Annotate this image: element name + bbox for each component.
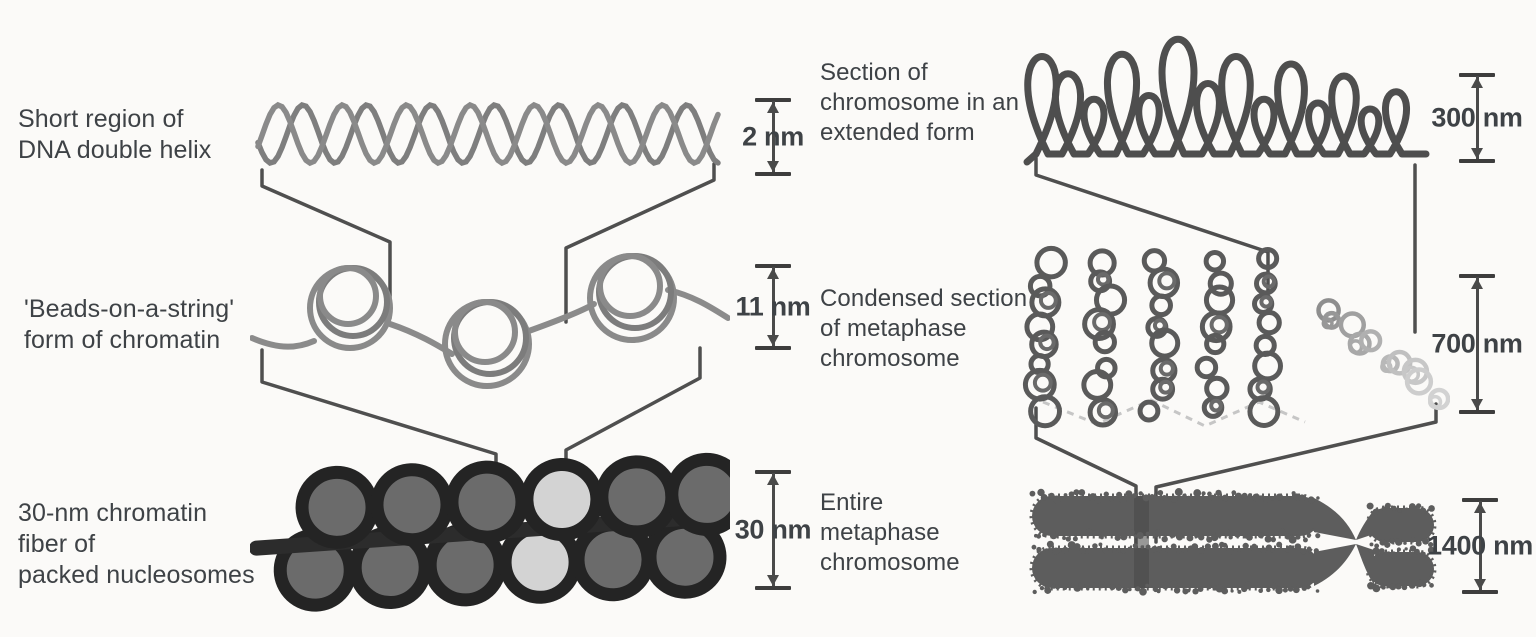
scale-cap: [1459, 410, 1495, 414]
label-30nm-fiber: 30-nm chromatin fiber of packed nucleoso…: [18, 499, 255, 589]
scale-line: [1475, 76, 1479, 160]
scale-cap: [755, 470, 791, 474]
scale-value: 300 nm: [1431, 102, 1523, 133]
label-extended-section: Section of chromosome in an extended for…: [820, 59, 1020, 146]
scale-line: [1475, 277, 1479, 411]
scale-2nm: 2 nm: [708, 98, 838, 176]
scale-cap: [755, 172, 791, 176]
scale-value: 30 nm: [734, 514, 812, 545]
extended-chromosome-drawing: [1023, 35, 1430, 166]
scale-cap: [1462, 498, 1498, 502]
label-condensed-section: Condensed section of metaphase chromosom…: [820, 285, 1028, 372]
beads-on-string-drawing: [250, 253, 730, 389]
scale-line: [1478, 501, 1482, 591]
scale-line: [771, 267, 775, 347]
scale-cap: [1462, 590, 1498, 594]
chromatin-fiber-drawing: [250, 452, 730, 612]
scale-line: [771, 101, 775, 173]
condensed-chromosome-drawing: [1022, 245, 1450, 429]
scale-cap: [1459, 73, 1495, 77]
scale-value: 2 nm: [742, 121, 804, 152]
scale-cap: [755, 586, 791, 590]
scale-cap: [755, 264, 791, 268]
arrow-down-icon: [767, 161, 779, 172]
scale-11nm: 11 nm: [708, 264, 838, 350]
dna-double-helix-drawing: [255, 101, 721, 167]
arrow-up-icon: [767, 268, 779, 279]
arrow-up-icon: [1474, 502, 1486, 513]
arrow-down-icon: [1474, 579, 1486, 590]
scale-700nm: 700 nm: [1412, 274, 1536, 414]
scale-30nm: 30 nm: [708, 470, 838, 590]
scale-1400nm: 1400 nm: [1415, 498, 1536, 594]
scale-value: 11 nm: [735, 291, 811, 322]
scale-cap: [1459, 274, 1495, 278]
label-dna-double-helix: Short region of DNA double helix: [18, 105, 212, 164]
arrow-up-icon: [767, 474, 779, 485]
label-beads-on-a-string: 'Beads-on-a-string' form of chromatin: [24, 295, 235, 354]
scale-cap: [1459, 159, 1495, 163]
scale-cap: [755, 346, 791, 350]
scale-value: 700 nm: [1431, 328, 1523, 359]
scale-value: 1400 nm: [1427, 530, 1533, 561]
scale-cap: [755, 98, 791, 102]
arrow-down-icon: [767, 575, 779, 586]
arrow-down-icon: [1471, 148, 1483, 159]
metaphase-chromosome-drawing: [1029, 488, 1437, 596]
arrow-down-icon: [767, 335, 779, 346]
arrow-down-icon: [1471, 399, 1483, 410]
scale-300nm: 300 nm: [1412, 73, 1536, 163]
scale-line: [771, 473, 775, 587]
label-entire-chromosome: Entire metaphase chromosome: [820, 489, 960, 576]
arrow-up-icon: [1471, 278, 1483, 289]
arrow-up-icon: [1471, 77, 1483, 88]
arrow-up-icon: [767, 102, 779, 113]
